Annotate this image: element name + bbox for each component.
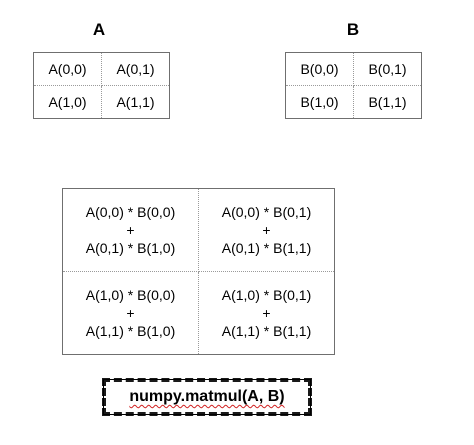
- plus-sign: +: [126, 305, 135, 321]
- plus-sign: +: [262, 305, 271, 321]
- matrix-b-cell: B(1,0): [285, 85, 354, 119]
- matrix-a-cell: A(1,1): [116, 94, 155, 110]
- result-term: A(0,0) * B(0,1): [221, 204, 312, 220]
- matrix-a-cell: A(1,0): [33, 85, 102, 119]
- result-cell: A(0,0) * B(0,0) + A(0,1) * B(1,0): [62, 188, 199, 272]
- matrix-b-cell: B(1,1): [368, 94, 407, 110]
- result-term: A(1,0) * B(0,0): [85, 287, 176, 303]
- matrix-b-cell: B(0,1): [353, 52, 422, 86]
- plus-sign: +: [126, 222, 135, 238]
- caption-box: numpy.matmul(A, B): [102, 378, 312, 416]
- matrix-a-row: A(0,0) A(0,1): [33, 52, 170, 86]
- matrix-a: A(0,0) A(0,1) A(1,0) A(1,1): [33, 52, 170, 119]
- result-term: A(1,0) * B(0,1): [221, 287, 312, 303]
- matrix-a-cell: A(0,0): [33, 52, 102, 86]
- matrix-b-label: B: [346, 20, 360, 39]
- result-term: A(0,1) * B(1,1): [221, 240, 312, 256]
- matrix-b-cell: B(0,0): [285, 52, 354, 86]
- matrix-b-row: B(0,0) B(0,1): [285, 52, 422, 86]
- result-cell: A(0,0) * B(0,1) + A(0,1) * B(1,1): [198, 188, 335, 272]
- result-cell: A(1,0) * B(0,1) + A(1,1) * B(1,1): [199, 272, 335, 355]
- matrix-b: B(0,0) B(0,1) B(1,0) B(1,1): [285, 52, 422, 119]
- result-cell: A(1,0) * B(0,0) + A(1,1) * B(1,0): [62, 271, 199, 355]
- result-row: A(1,0) * B(0,0) + A(1,1) * B(1,0) A(1,0)…: [62, 271, 335, 355]
- result-term: A(0,1) * B(1,0): [85, 240, 176, 256]
- result-matrix: A(0,0) * B(0,0) + A(0,1) * B(1,0) A(0,0)…: [62, 188, 335, 355]
- result-term: A(1,1) * B(1,0): [85, 323, 176, 339]
- matrix-a-row: A(1,0) A(1,1): [33, 85, 170, 119]
- caption-text: numpy.matmul(A, B): [129, 388, 285, 405]
- result-term: A(0,0) * B(0,0): [85, 204, 176, 220]
- result-row: A(0,0) * B(0,0) + A(0,1) * B(1,0) A(0,0)…: [62, 188, 335, 272]
- plus-sign: +: [262, 222, 271, 238]
- matrix-b-row: B(1,0) B(1,1): [285, 85, 422, 119]
- matrix-a-cell: A(0,1): [101, 52, 170, 86]
- result-term: A(1,1) * B(1,1): [221, 323, 312, 339]
- matrix-a-label: A: [92, 20, 106, 39]
